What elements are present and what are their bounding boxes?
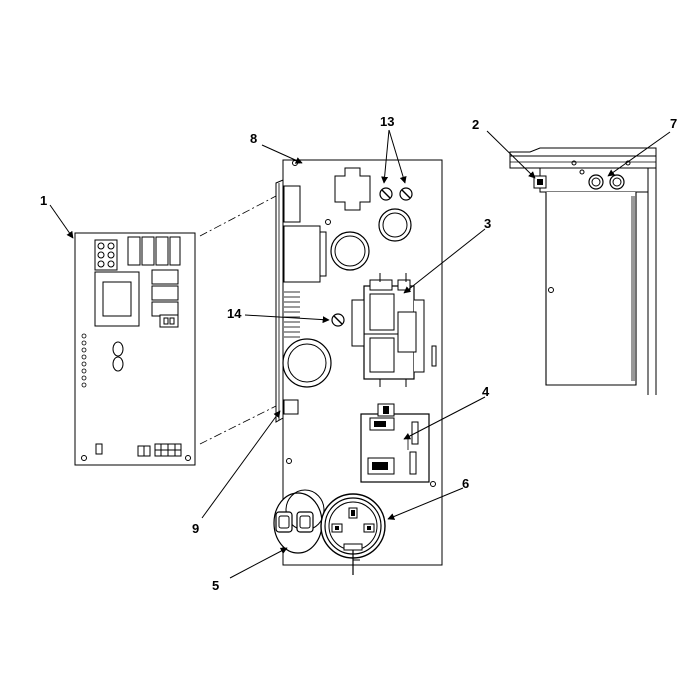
control-board: [74, 232, 196, 466]
callout-5: 5: [212, 578, 219, 593]
leader-lines: [49, 129, 671, 579]
callout-3: 3: [484, 216, 491, 231]
dual-capacitor: [273, 489, 325, 554]
callout-8: 8: [250, 131, 257, 146]
control-panel: [273, 159, 443, 575]
callout-14: 14: [227, 306, 242, 321]
callout-7: 7: [670, 116, 677, 131]
callout-4: 4: [482, 384, 490, 399]
callout-6: 6: [462, 476, 469, 491]
contactor: [351, 273, 425, 387]
callout-labels: 1 2 3 4 5 6 7 8 9 13 14: [40, 114, 677, 593]
callout-13: 13: [380, 114, 394, 129]
callout-2: 2: [472, 117, 479, 132]
callout-9: 9: [192, 521, 199, 536]
side-view-assembly: [509, 147, 657, 395]
callout-1: 1: [40, 193, 47, 208]
start-relay: [360, 403, 430, 483]
alignment-lines: [199, 195, 277, 445]
run-capacitor: [320, 493, 386, 575]
